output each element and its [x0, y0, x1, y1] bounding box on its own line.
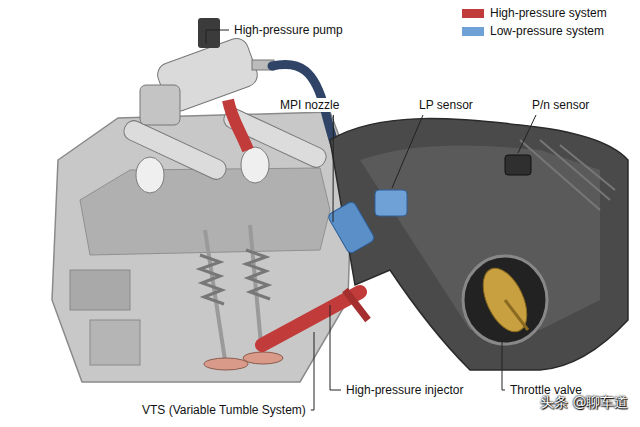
leader-line [206, 30, 229, 44]
part-label: High-pressure pump [232, 23, 345, 37]
legend-text: Low-pressure system [490, 24, 604, 38]
part-label: P/n sensor [530, 98, 591, 112]
part-label: LP sensor [417, 98, 475, 112]
leader-line [518, 115, 536, 153]
part-label: VTS (Variable Tumble System) [140, 403, 308, 417]
watermark: 头条 @聊车道 [540, 394, 628, 412]
leader-line [330, 305, 341, 390]
leader-line [502, 338, 505, 390]
legend-swatch [462, 27, 484, 36]
part-label: MPI nozzle [278, 98, 341, 112]
legend-swatch [462, 9, 484, 18]
leader-line [333, 115, 334, 222]
legend-text: High-pressure system [490, 6, 607, 20]
leader-line [392, 115, 423, 188]
leader-line [311, 332, 314, 410]
part-label: High-pressure injector [344, 383, 465, 397]
